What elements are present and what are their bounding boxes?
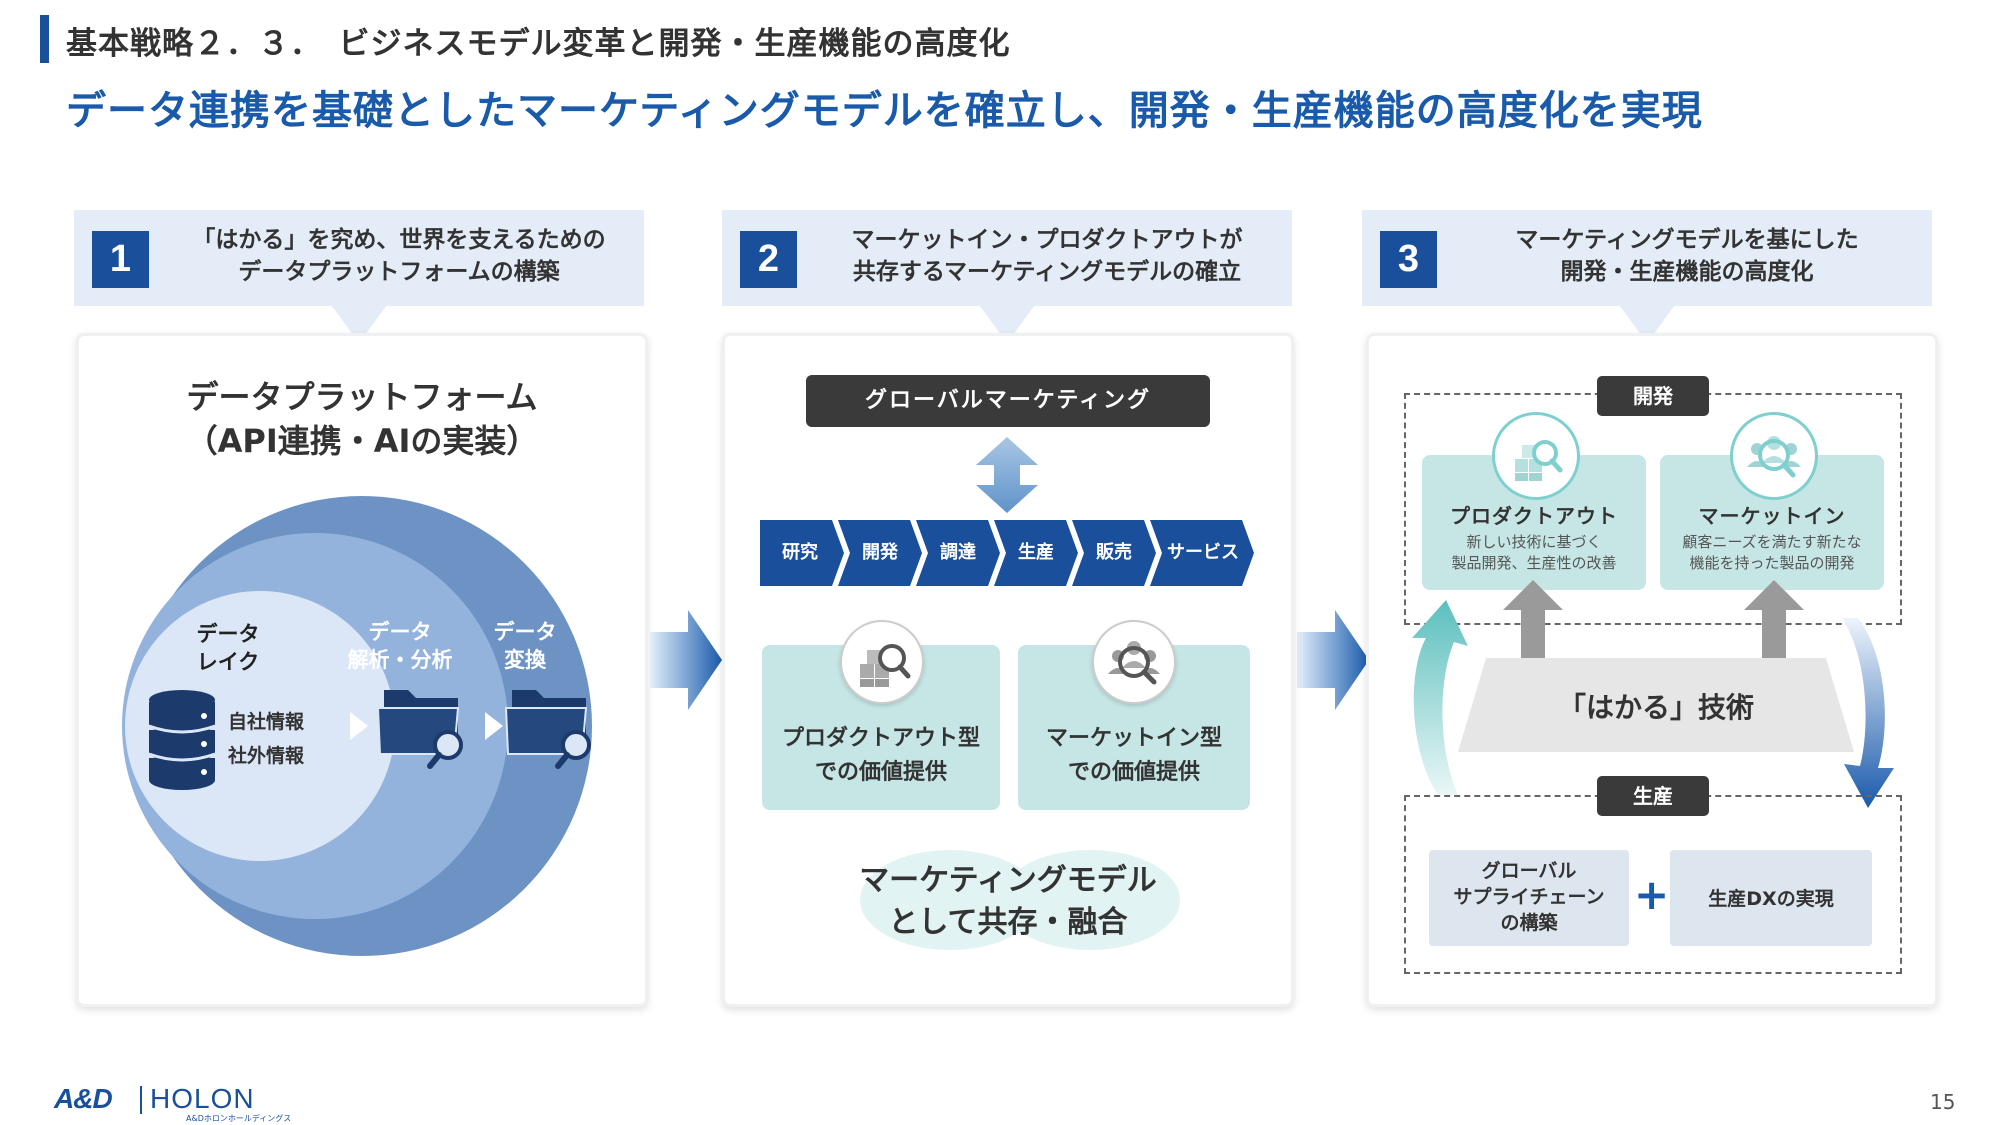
chain-label-sales: 販売	[1096, 542, 1132, 563]
global-marketing-bar: グローバルマーケティング	[806, 375, 1210, 427]
next-arrow-icon	[650, 610, 722, 710]
col2-header-text: マーケットイン・プロダクトアウトが 共存するマーケティングモデルの確立	[851, 227, 1243, 285]
productout-dev-text: プロダクトアウト 新しい技術に基づく 製品開発、生産性の改善	[1450, 504, 1618, 572]
coexist-label: マーケティングモデル として共存・融合	[859, 863, 1157, 940]
data-analysis-label: データ 解析・分析	[347, 620, 453, 672]
supply-chain-box	[1429, 850, 1629, 946]
col1-header-text: 「はかる」を究め、世界を支えるための データプラットフォームの構築	[192, 227, 606, 285]
data-platform-title: データプラットフォーム （API連携・AIの実装）	[185, 378, 539, 460]
chain-step	[916, 520, 1000, 586]
database-icon	[148, 690, 216, 790]
up-arrow-icon	[1503, 580, 1563, 660]
flow-arrow-1	[350, 712, 368, 740]
product-search-icon	[1492, 412, 1580, 500]
production-tag: 生産	[1597, 776, 1709, 816]
customer-search-icon	[1092, 620, 1176, 704]
up-arrow-icon	[1744, 580, 1804, 660]
and-logo: A&D	[54, 1083, 113, 1114]
cycle-down-arrow-icon	[1842, 618, 1894, 808]
chain-step	[994, 520, 1078, 586]
chain-step	[1072, 520, 1156, 586]
col2-number: 2	[740, 231, 797, 288]
chain-label-development: 開発	[862, 542, 898, 563]
production-dx-box	[1670, 850, 1872, 946]
logo-subtitle: A&Dホロンホールディングス	[186, 1114, 292, 1123]
chain-label-research: 研究	[782, 542, 818, 563]
col3-number: 3	[1380, 231, 1437, 288]
marketin-dev-text: マーケットイン 顧客ニーズを満たす新たな 機能を持った製品の開発	[1682, 504, 1862, 572]
inner-circle	[125, 591, 395, 861]
data-lake-label: データ レイク	[196, 622, 260, 674]
development-tag: 開発	[1597, 376, 1709, 416]
plus-icon: +	[1634, 870, 1670, 919]
chain-label-service: サービス	[1167, 542, 1239, 563]
logo-divider	[140, 1086, 142, 1114]
col3-header-text: マーケティングモデルを基にした 開発・生産機能の高度化	[1515, 227, 1859, 285]
hakaru-platform	[1458, 658, 1854, 752]
coexist-blob-right	[1000, 850, 1180, 950]
next-arrow-icon	[1297, 610, 1369, 710]
chain-label-procurement: 調達	[940, 542, 976, 563]
col1-number: 1	[92, 231, 149, 288]
customer-search-icon	[1730, 412, 1818, 500]
chain-step	[1150, 520, 1254, 586]
col2-header: 2 マーケットイン・プロダクトアウトが 共存するマーケティングモデルの確立	[722, 210, 1292, 306]
value-chain	[760, 520, 1254, 586]
page-number: 15	[1930, 1090, 1956, 1114]
folder-search-icon	[504, 690, 591, 769]
cycle-up-arrow-icon	[1412, 600, 1468, 795]
page-title: データ連携を基礎としたマーケティングモデルを確立し、開発・生産機能の高度化を実現	[66, 88, 1703, 134]
data-transform-label: データ 変換	[493, 620, 557, 672]
col3-header: 3 マーケティングモデルを基にした 開発・生産機能の高度化	[1362, 210, 1932, 306]
chain-step	[838, 520, 922, 586]
production-dx-label: 生産DXの実現	[1708, 888, 1834, 910]
double-arrow-icon	[976, 437, 1038, 513]
internal-info-label: 自社情報	[228, 711, 305, 733]
product-search-icon	[840, 620, 924, 704]
section-accent-bar	[40, 15, 49, 63]
data-platform-diagram	[122, 496, 592, 956]
market-in-label: マーケットイン型 での価値提供	[1045, 726, 1222, 785]
external-info-label: 社外情報	[228, 745, 305, 767]
holon-logo: HOLON	[150, 1083, 255, 1114]
flow-arrow-2	[485, 712, 503, 740]
col1-header: 1 「はかる」を究め、世界を支えるための データプラットフォームの構築	[74, 210, 644, 306]
folder-search-icon	[376, 690, 463, 769]
chain-step	[760, 520, 844, 586]
section-title: 基本戦略２．３． ビジネスモデル変革と開発・生産機能の高度化	[66, 26, 1011, 62]
chain-label-production: 生産	[1018, 542, 1054, 563]
product-out-label: プロダクトアウト型 での価値提供	[781, 726, 980, 785]
hakaru-tech-label: 「はかる」技術	[1557, 691, 1754, 724]
supply-chain-label: グローバル サプライチェーン の構築	[1453, 860, 1605, 934]
